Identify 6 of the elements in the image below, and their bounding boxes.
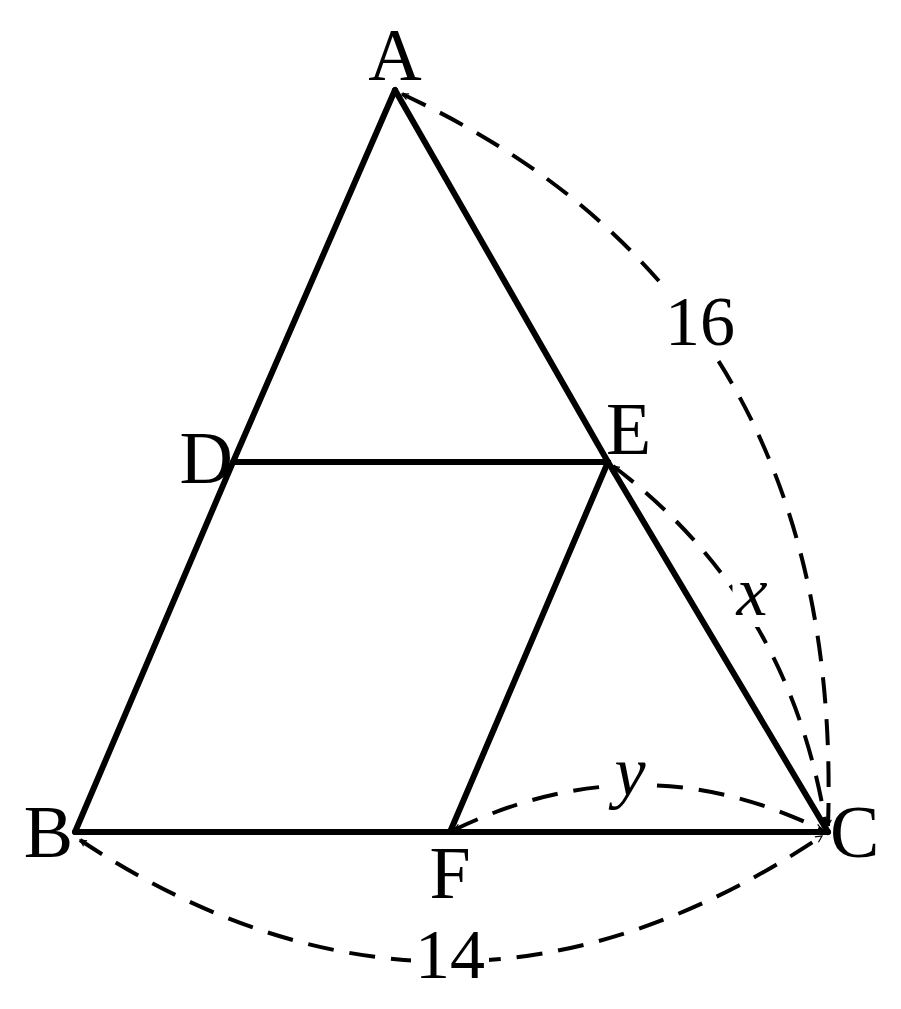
- vertex-label: E: [606, 392, 652, 466]
- vertex-label: F: [429, 836, 471, 910]
- vertex-label: C: [830, 795, 880, 869]
- vertex-label: B: [23, 795, 73, 869]
- vertex-label: D: [179, 421, 233, 496]
- vertex-label: A: [368, 18, 422, 92]
